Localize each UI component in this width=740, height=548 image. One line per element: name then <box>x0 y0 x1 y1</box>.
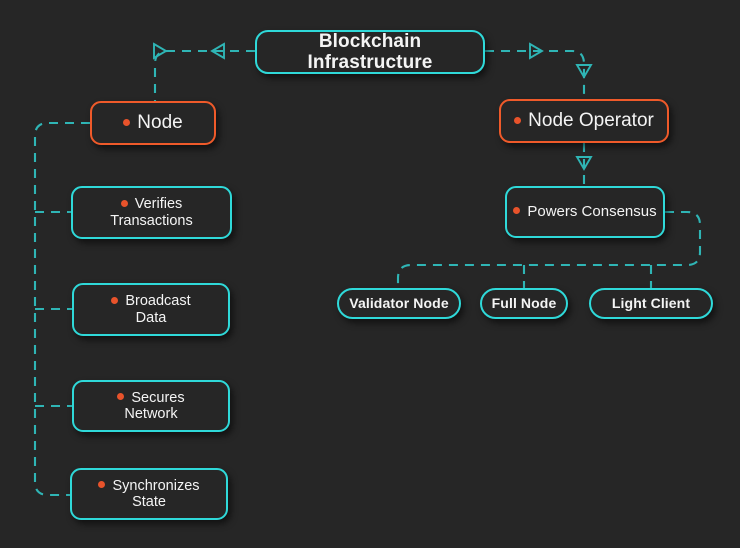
node-validator-node[interactable]: Validator Node <box>337 288 461 319</box>
node-full-node[interactable]: Full Node <box>480 288 568 319</box>
node-node-operator-label: Node Operator <box>528 110 654 132</box>
arrow-marker-left-branch-right <box>153 42 168 60</box>
edge-root-to-node-operator <box>485 49 586 99</box>
bullet-icon <box>514 116 522 124</box>
node-verifies-transactions-label: Verifies Transactions <box>110 196 193 229</box>
arrow-marker-operator-down <box>575 156 593 171</box>
arrow-marker-left-branch-left <box>210 42 225 60</box>
node-node[interactable]: Node <box>90 101 216 145</box>
bullet-icon <box>117 393 125 401</box>
bullet-icon <box>123 118 131 126</box>
node-node-operator[interactable]: Node Operator <box>499 99 669 143</box>
node-synchronizes-state[interactable]: Synchronizes State <box>70 468 228 520</box>
node-broadcast-data[interactable]: Broadcast Data <box>72 283 230 336</box>
node-powers-consensus-label: Powers Consensus <box>527 202 657 220</box>
node-powers-consensus[interactable]: Powers Consensus <box>505 186 665 238</box>
bullet-icon <box>120 199 128 207</box>
arrow-marker-right-branch-down <box>575 64 593 79</box>
node-full-node-label: Full Node <box>491 294 557 311</box>
node-light-client-label: Light Client <box>611 294 691 311</box>
node-root[interactable]: Blockchain Infrastructure <box>255 30 485 74</box>
bullet-icon <box>98 481 106 489</box>
node-light-client[interactable]: Light Client <box>589 288 713 319</box>
arrow-marker-right-branch-right <box>529 42 544 60</box>
bullet-icon <box>513 207 521 215</box>
node-verifies-transactions[interactable]: Verifies Transactions <box>71 186 232 239</box>
node-synchronizes-state-label: Synchronizes State <box>112 477 200 510</box>
node-secures-network-label: Secures Network <box>124 389 185 422</box>
bullet-icon <box>111 296 119 304</box>
node-validator-node-label: Validator Node <box>349 294 449 311</box>
node-broadcast-data-label: Broadcast Data <box>125 293 191 326</box>
edge-root-to-node <box>153 49 255 101</box>
node-secures-network[interactable]: Secures Network <box>72 380 230 432</box>
node-node-label: Node <box>137 112 183 134</box>
node-root-label: Blockchain Infrastructure <box>307 30 433 73</box>
